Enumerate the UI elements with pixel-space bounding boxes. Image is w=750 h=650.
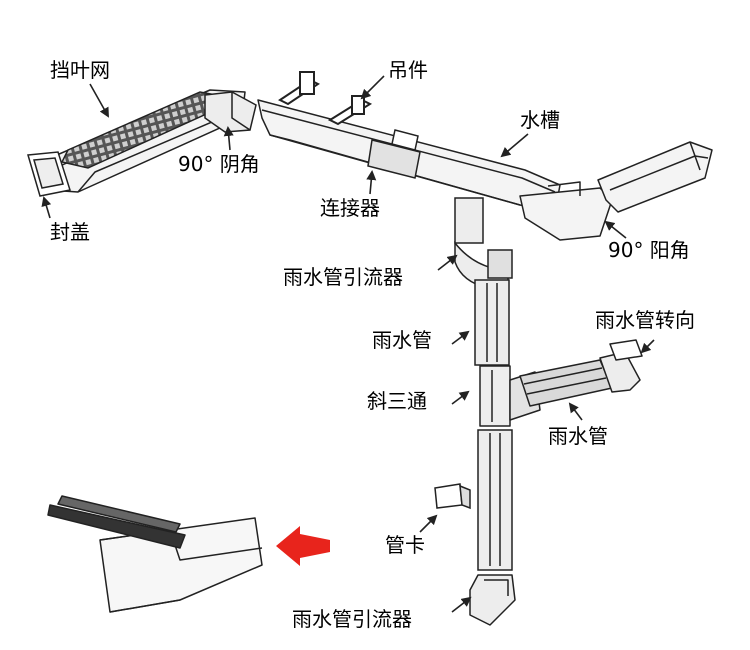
- leader-gutter: [500, 133, 529, 158]
- pipe-clip: [434, 483, 471, 510]
- downspout-outlet-top: [454, 197, 513, 289]
- leader-downspout-branch: [568, 402, 583, 421]
- leader-pipe-clip: [419, 514, 438, 533]
- branch-elbow: [599, 339, 643, 393]
- leader-outside-corner: [604, 220, 627, 239]
- red-arrow-left-icon: [276, 526, 330, 566]
- label-inside-corner: 90° 阴角: [178, 152, 260, 176]
- downspout-lower: [477, 429, 513, 571]
- outside-corner: [519, 181, 613, 241]
- label-hanger: 吊件: [388, 58, 428, 82]
- leader-y-branch: [451, 390, 470, 405]
- leader-inside-corner: [223, 126, 234, 151]
- label-downspout-branch: 雨水管: [548, 424, 608, 448]
- connector: [367, 129, 421, 179]
- label-gutter: 水槽: [520, 108, 560, 132]
- label-connector: 连接器: [320, 196, 380, 220]
- label-y-branch: 斜三通: [367, 389, 427, 413]
- downspout-outlet-bottom: [469, 574, 516, 626]
- inset-gutter-detail: [47, 495, 263, 613]
- right-gutter: [597, 141, 713, 213]
- label-downspout-outlet-bottom: 雨水管引流器: [292, 607, 412, 631]
- label-pipe-clip: 管卡: [385, 533, 425, 557]
- leader-downspout-elbow: [640, 339, 655, 354]
- leader-downspout: [451, 330, 470, 345]
- hangers: [278, 71, 373, 126]
- label-downspout-outlet-top: 雨水管引流器: [283, 265, 403, 289]
- inside-corner: [204, 91, 257, 133]
- label-downspout: 雨水管: [372, 328, 432, 352]
- leader-end-cap: [41, 196, 52, 219]
- downspout-upper: [474, 279, 510, 366]
- leader-downspout-outlet-bottom: [451, 596, 472, 613]
- end-cap: [27, 151, 71, 197]
- label-end-cap: 封盖: [50, 220, 90, 244]
- label-outside-corner: 90° 阳角: [608, 238, 690, 262]
- leader-leaf-guard: [89, 83, 109, 118]
- label-downspout-elbow: 雨水管转向: [595, 308, 695, 332]
- label-leaf-guard: 挡叶网: [50, 58, 110, 82]
- leader-connector: [366, 170, 377, 195]
- leader-downspout-outlet-top: [437, 254, 458, 271]
- leader-hanger: [360, 75, 385, 100]
